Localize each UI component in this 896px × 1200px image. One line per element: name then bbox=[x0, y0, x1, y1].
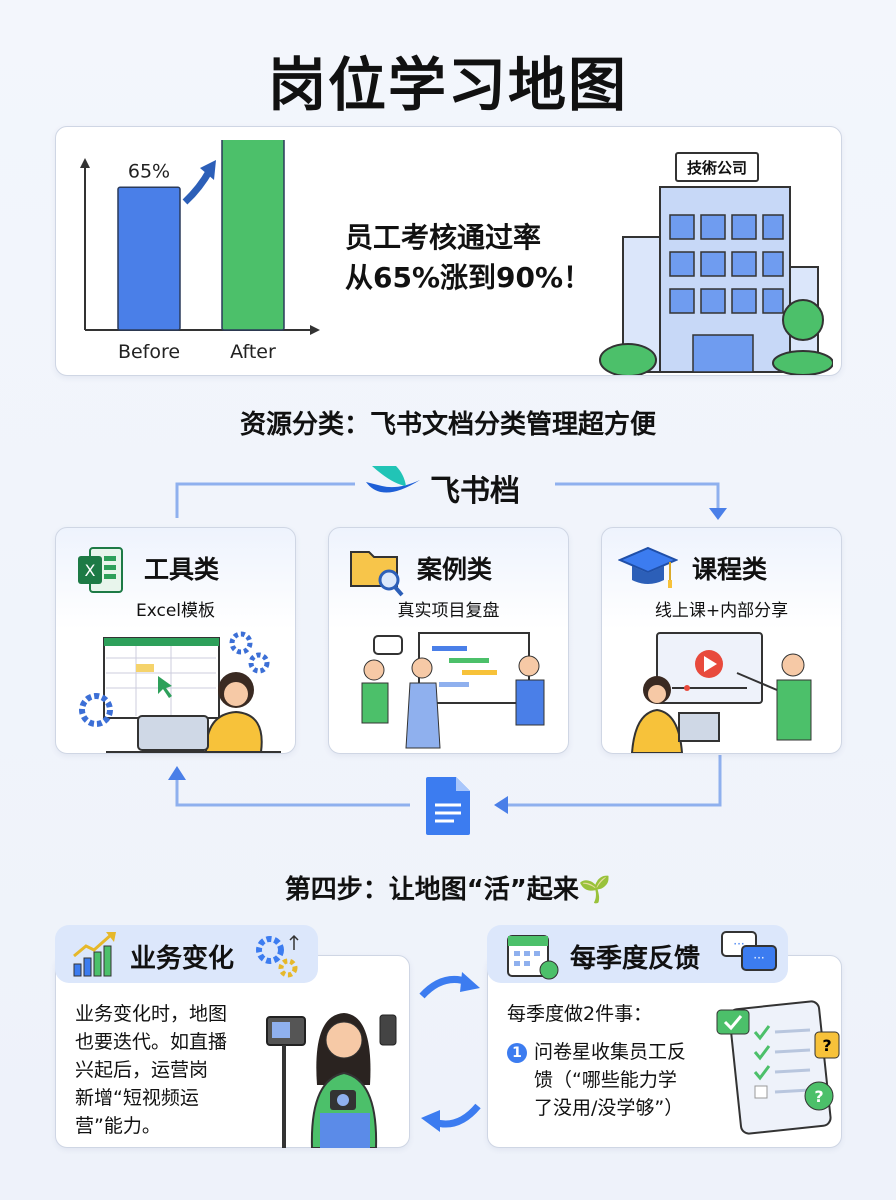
sprout-icon: 🌱 bbox=[578, 875, 612, 905]
quarterly-feedback-title: 每季度反馈 bbox=[570, 944, 701, 974]
category-title: 课程类 bbox=[692, 555, 768, 584]
office-building-illustration: 技術公司 bbox=[599, 152, 833, 375]
category-title: 工具类 bbox=[144, 555, 220, 584]
category-title: 案例类 bbox=[417, 555, 493, 584]
business-change-title: 业务变化 bbox=[130, 944, 235, 974]
feedback-item-text: 问卷星收集员工反 馈（“哪些能力学 了没用/没学够”） bbox=[534, 1038, 686, 1122]
feishu-logo-icon bbox=[366, 466, 420, 493]
svg-text:?: ? bbox=[814, 1087, 823, 1106]
text-line: 业务变化时，地图 bbox=[75, 1003, 228, 1025]
feedback-intro: 每季度做2件事： bbox=[507, 1003, 653, 1025]
text-line: 也要迭代。如直播 bbox=[75, 1031, 228, 1053]
growth-chart-icon bbox=[73, 932, 116, 977]
online-course-illustration bbox=[630, 632, 812, 753]
feishu-logo-text: 飞书档 bbox=[430, 474, 520, 509]
calendar-icon bbox=[507, 935, 559, 980]
bar-before bbox=[117, 186, 181, 331]
text-line: 营”能力。 bbox=[75, 1115, 161, 1137]
category-subtitle: Excel模板 bbox=[135, 601, 216, 621]
page-title: 岗位学习地图 bbox=[267, 51, 628, 119]
feedback-item-number: 1 bbox=[507, 1043, 527, 1063]
text-line: 问卷星收集员工反 bbox=[534, 1041, 687, 1063]
category-card-courses[interactable]: 课程类 线上课+内部分享 bbox=[601, 527, 842, 754]
x-tick-label: After bbox=[230, 341, 276, 363]
headline-line2: 从65%涨到90%！ bbox=[345, 261, 592, 294]
headline-line1: 员工考核通过率 bbox=[345, 221, 542, 254]
y-axis-arrow bbox=[80, 158, 90, 168]
project-review-team-illustration bbox=[361, 632, 545, 749]
text-line: 兴起后，运营岗 bbox=[75, 1059, 209, 1081]
svg-text:···: ··· bbox=[733, 937, 744, 951]
text-line: 馈（“哪些能力学 bbox=[534, 1069, 677, 1091]
category-card-cases[interactable]: 案例类 真实项目复盘 bbox=[328, 527, 569, 754]
chat-bubbles-icon: ··· ··· bbox=[721, 931, 777, 971]
text-line: 新增“短视频运 bbox=[75, 1087, 199, 1109]
category-card-tools[interactable]: X 工具类 Excel模板 bbox=[55, 527, 296, 754]
trend-arrow-head bbox=[200, 160, 216, 180]
step4-heading-text: 第四步：让地图“活”起来 bbox=[284, 875, 579, 905]
pass-rate-chart: 65%Before90%After bbox=[80, 140, 320, 363]
flow-connectors bbox=[168, 482, 727, 814]
folder-search-icon bbox=[350, 551, 404, 597]
step4-heading: 第四步：让地图“活”起来🌱 bbox=[0, 869, 896, 906]
svg-text:···: ··· bbox=[753, 951, 764, 965]
category-subtitle: 线上课+内部分享 bbox=[654, 601, 789, 621]
x-tick-label: Before bbox=[118, 341, 180, 363]
excel-icon: X bbox=[78, 547, 123, 593]
spreadsheet-worker-illustration bbox=[79, 631, 281, 753]
checklist-tablet-illustration: ? ? bbox=[716, 1000, 840, 1135]
resources-heading: 资源分类：飞书文档分类管理超方便 bbox=[239, 410, 656, 440]
svg-text:?: ? bbox=[822, 1036, 831, 1055]
trend-arrow bbox=[182, 168, 214, 205]
x-axis-arrow bbox=[310, 325, 320, 335]
data-label: 65% bbox=[128, 160, 170, 182]
graduation-cap-icon bbox=[618, 546, 678, 588]
gears-icon bbox=[256, 934, 299, 978]
cycle-arrow-left-icon bbox=[421, 1103, 481, 1132]
vlogger-illustration bbox=[266, 1013, 397, 1148]
business-change-text: 业务变化时，地图 也要迭代。如直播 兴起后，运营岗 新增“短视频运 营”能力。 bbox=[75, 1000, 227, 1140]
svg-text:X: X bbox=[85, 561, 96, 580]
category-subtitle: 真实项目复盘 bbox=[397, 601, 500, 621]
text-line: 了没用/没学够”） bbox=[534, 1097, 684, 1119]
cycle-arrow-right-icon bbox=[419, 972, 480, 999]
bar-after bbox=[221, 140, 285, 331]
building-sign: 技術公司 bbox=[687, 159, 747, 177]
document-icon bbox=[426, 777, 470, 835]
